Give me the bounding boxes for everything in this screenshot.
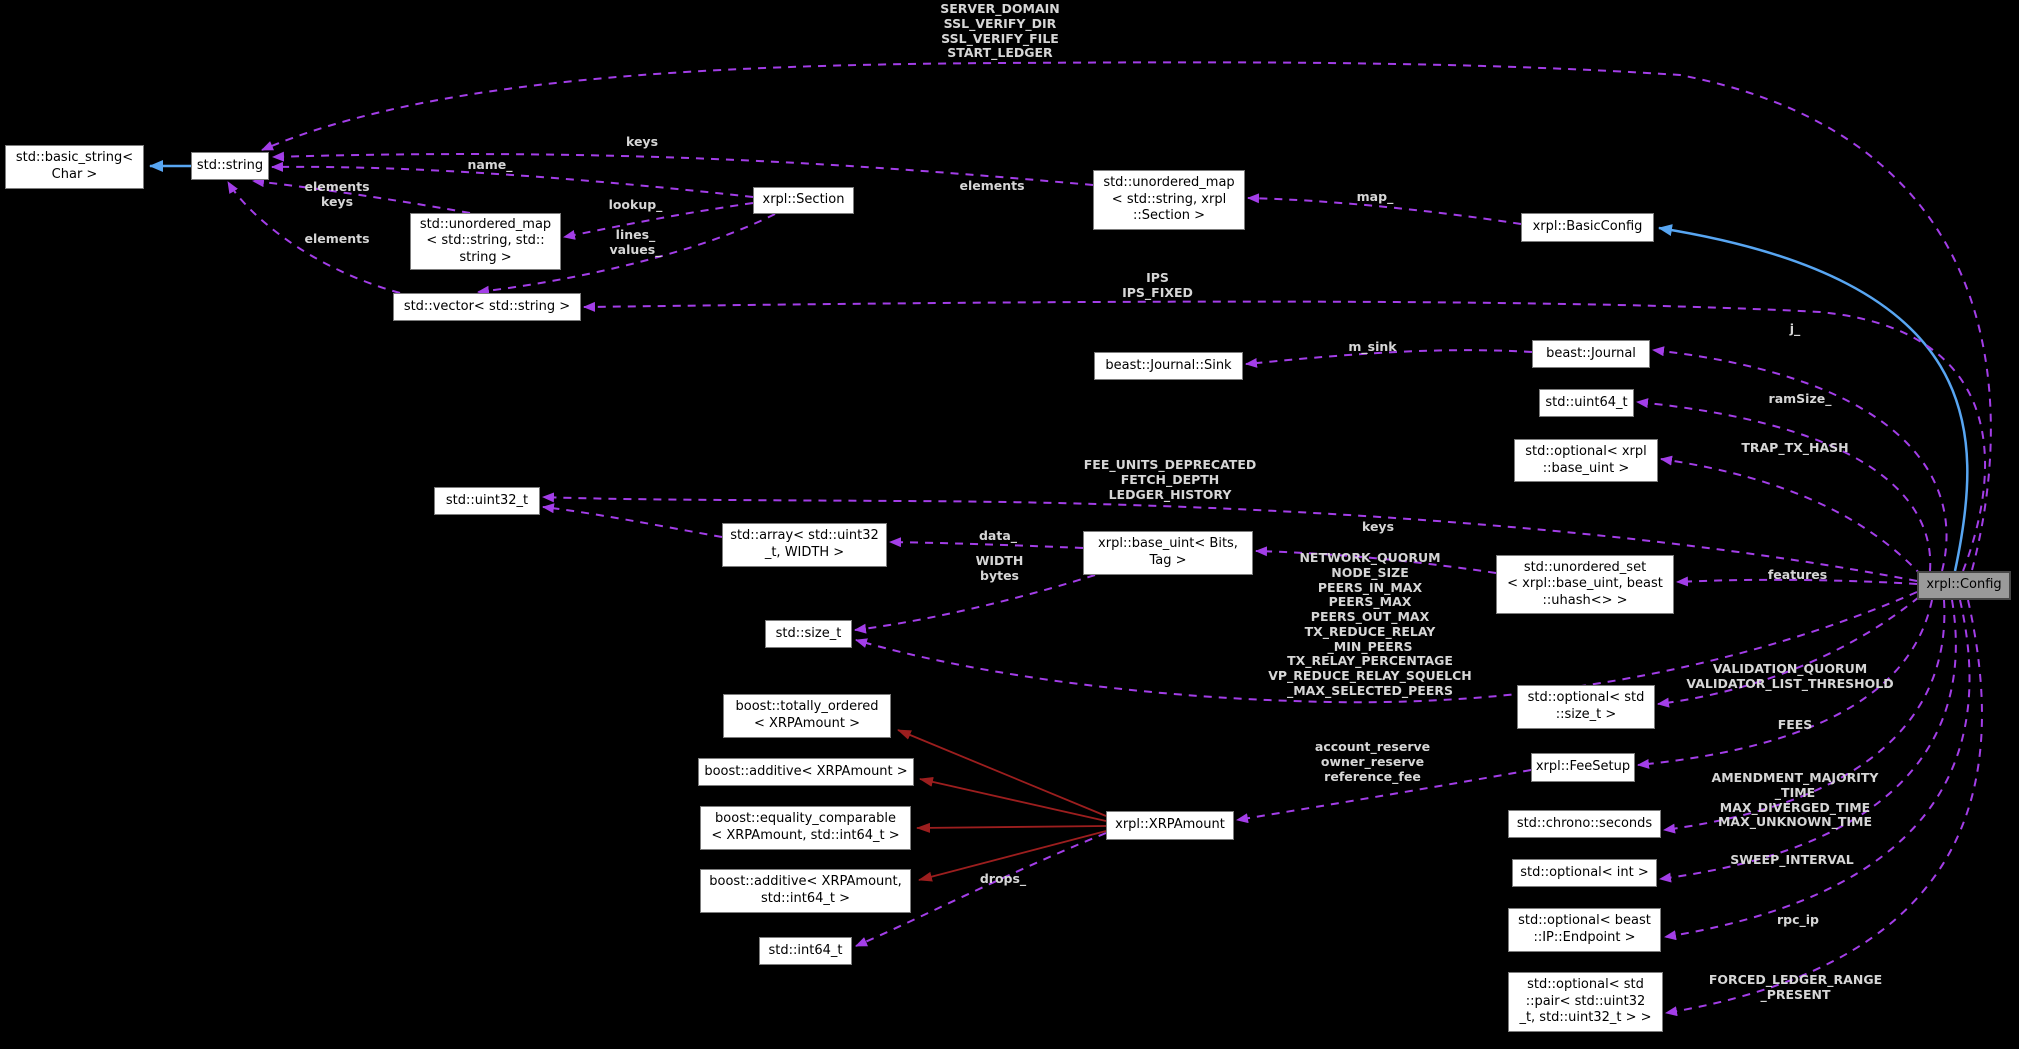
edge-config-to-uint64-ramsize (1636, 398, 1932, 572)
node-boost-totally-ordered[interactable]: boost::totally_ordered < XRPAmount > (723, 694, 891, 738)
edge-label-rpc-ip: rpc_ip (1776, 912, 1819, 927)
edge-label-lines-values: lines_ values_ (609, 227, 662, 257)
node-std-uint32-t[interactable]: std::uint32_t (434, 487, 540, 515)
edge-label-map: map_ (1356, 189, 1394, 204)
edge-basicconfig-to-umapsection-map (1247, 193, 1522, 225)
node-unordered-map-string-section[interactable]: std::unordered_map < std::string, xrpl :… (1093, 170, 1245, 230)
edge-label-ips: IPS IPS_FIXED (1122, 270, 1193, 300)
node-boost-additive-xrpamount-int64[interactable]: boost::additive< XRPAmount, std::int64_t… (700, 869, 911, 913)
node-std-chrono-seconds[interactable]: std::chrono::seconds (1508, 810, 1661, 838)
node-beast-journal-sink[interactable]: beast::Journal::Sink (1094, 352, 1243, 380)
edge-vector-to-string-elements (227, 181, 401, 294)
edge-label-elements-sections: elements (959, 178, 1025, 193)
node-std-string[interactable]: std::string (191, 152, 269, 180)
edge-label-server-domain-group: SERVER_DOMAIN SSL_VERIFY_DIR SSL_VERIFY_… (940, 1, 1060, 61)
edge-label-keys: keys (625, 134, 659, 149)
node-std-array-uint32[interactable]: std::array< std::uint32 _t, WIDTH > (722, 523, 887, 567)
edge-label-amendment-group: AMENDMENT_MAJORITY _TIME MAX_DIVERGED_TI… (1711, 770, 1879, 830)
node-std-basic-string[interactable]: std::basic_string< Char > (5, 145, 144, 189)
node-optional-int[interactable]: std::optional< int > (1512, 859, 1657, 887)
edge-xrpamount-inherits-equalitycomparable (916, 822, 1107, 833)
edge-config-to-optbaseuint-trap (1660, 455, 1923, 577)
node-optional-base-uint[interactable]: std::optional< xrpl ::base_uint > (1514, 439, 1658, 482)
edge-label-forced-ledger: FORCED_LEDGER_RANGE _PRESENT (1708, 972, 1883, 1002)
node-optional-pair-uint32[interactable]: std::optional< std ::pair< std::uint32 _… (1508, 972, 1663, 1032)
edge-label-keys-set: keys (1361, 519, 1395, 534)
node-unordered-set-base-uint[interactable]: std::unordered_set < xrpl::base_uint, be… (1496, 555, 1674, 614)
node-xrpl-xrpamount[interactable]: xrpl::XRPAmount (1106, 811, 1234, 840)
edge-umapsection-to-string-keys (272, 151, 1094, 186)
edge-label-lookup: lookup_ (608, 197, 663, 212)
edge-label-fee-units: FEE_UNITS_DEPRECATED FETCH_DEPTH LEDGER_… (1083, 457, 1257, 502)
edge-config-to-optint-sweep (1659, 599, 1957, 883)
edge-xrpamount-to-int64-drops (855, 832, 1107, 947)
edge-label-drops: drops_ (979, 871, 1027, 886)
edge-label-j: j_ (1789, 321, 1801, 336)
edge-label-elements-vector: elements (304, 231, 370, 246)
node-beast-journal[interactable]: beast::Journal (1532, 340, 1650, 368)
edge-label-data: data_ (978, 528, 1018, 543)
edge-label-network-group: NETWORK_QUORUM NODE_SIZE PEERS_IN_MAX PE… (1268, 550, 1472, 698)
node-xrpl-section[interactable]: xrpl::Section (753, 187, 854, 214)
edge-label-fees: FEES (1777, 717, 1813, 732)
edge-config-to-chrono-amendment (1663, 599, 1946, 834)
edge-config-to-string-top (261, 61, 1992, 571)
edge-config-to-journal-j (1652, 346, 1948, 572)
node-std-int64-t[interactable]: std::int64_t (759, 937, 852, 965)
node-vector-string[interactable]: std::vector< std::string > (393, 293, 581, 321)
node-std-size-t[interactable]: std::size_t (765, 620, 852, 648)
edge-config-to-optsizet-validation (1657, 596, 1920, 708)
edge-section-to-string-name (271, 161, 754, 198)
edge-label-width-bytes: WIDTH bytes (975, 553, 1024, 583)
node-xrpl-base-uint[interactable]: xrpl::base_uint< Bits, Tag > (1083, 531, 1253, 575)
node-std-uint64-t[interactable]: std::uint64_t (1539, 389, 1634, 417)
edge-baseuint-to-array-data (889, 537, 1084, 549)
edge-xrpamount-inherits-additive (919, 776, 1107, 822)
node-optional-size-t[interactable]: std::optional< std ::size_t > (1517, 685, 1655, 729)
edge-label-name: name_ (467, 157, 513, 172)
edge-config-to-sizet-network (855, 591, 1918, 704)
edge-baseuint-to-sizet-width-bytes (854, 574, 1096, 634)
edge-umapss-to-string-elements-keys (252, 177, 471, 214)
edge-config-to-feesetup-fees (1637, 599, 1933, 769)
node-boost-equality-comparable[interactable]: boost::equality_comparable < XRPAmount, … (700, 806, 911, 850)
edge-label-account-group: account_reserve owner_reserve reference_… (1314, 739, 1431, 784)
node-xrpl-basicconfig[interactable]: xrpl::BasicConfig (1521, 213, 1654, 242)
node-boost-additive-xrpamount[interactable]: boost::additive< XRPAmount > (698, 758, 914, 786)
edge-label-features: features (1767, 567, 1828, 582)
edge-config-to-optendpoint-rpcip (1664, 599, 1971, 941)
edge-label-sweep-interval: SWEEP_INTERVAL (1730, 852, 1854, 867)
edge-xrpamount-inherits-additive-int64 (918, 830, 1107, 882)
edge-section-to-umapss-lookup (563, 202, 754, 240)
edge-label-validation: VALIDATION_QUORUM VALIDATOR_LIST_THRESHO… (1686, 661, 1894, 691)
edge-xrpamount-inherits-totallyordered (897, 729, 1107, 817)
edge-array-to-uint32-elements (542, 503, 723, 538)
node-xrpl-config[interactable]: xrpl::Config (1917, 571, 2011, 600)
edge-config-to-vector-ips (583, 300, 1987, 572)
edge-label-elements-keys: elements keys (304, 179, 370, 209)
edge-config-to-optpair-forced (1665, 599, 1983, 1017)
node-unordered-map-string-string[interactable]: std::unordered_map < std::string, std:: … (410, 213, 561, 270)
edge-section-to-vector-lines-values (477, 213, 776, 296)
node-xrpl-feesetup[interactable]: xrpl::FeeSetup (1531, 753, 1635, 782)
edge-label-m-sink: m_sink (1348, 339, 1397, 354)
edge-uset-to-baseuint-keys (1255, 546, 1497, 574)
edge-label-ramsize: ramSize_ (1768, 391, 1832, 406)
edge-config-inherits-basicconfig (1658, 224, 1969, 572)
edge-config-to-uint32-feeunits (542, 492, 1918, 582)
edge-label-trap-tx-hash: TRAP_TX_HASH (1741, 440, 1849, 455)
node-optional-ip-endpoint[interactable]: std::optional< beast ::IP::Endpoint > (1508, 908, 1661, 952)
